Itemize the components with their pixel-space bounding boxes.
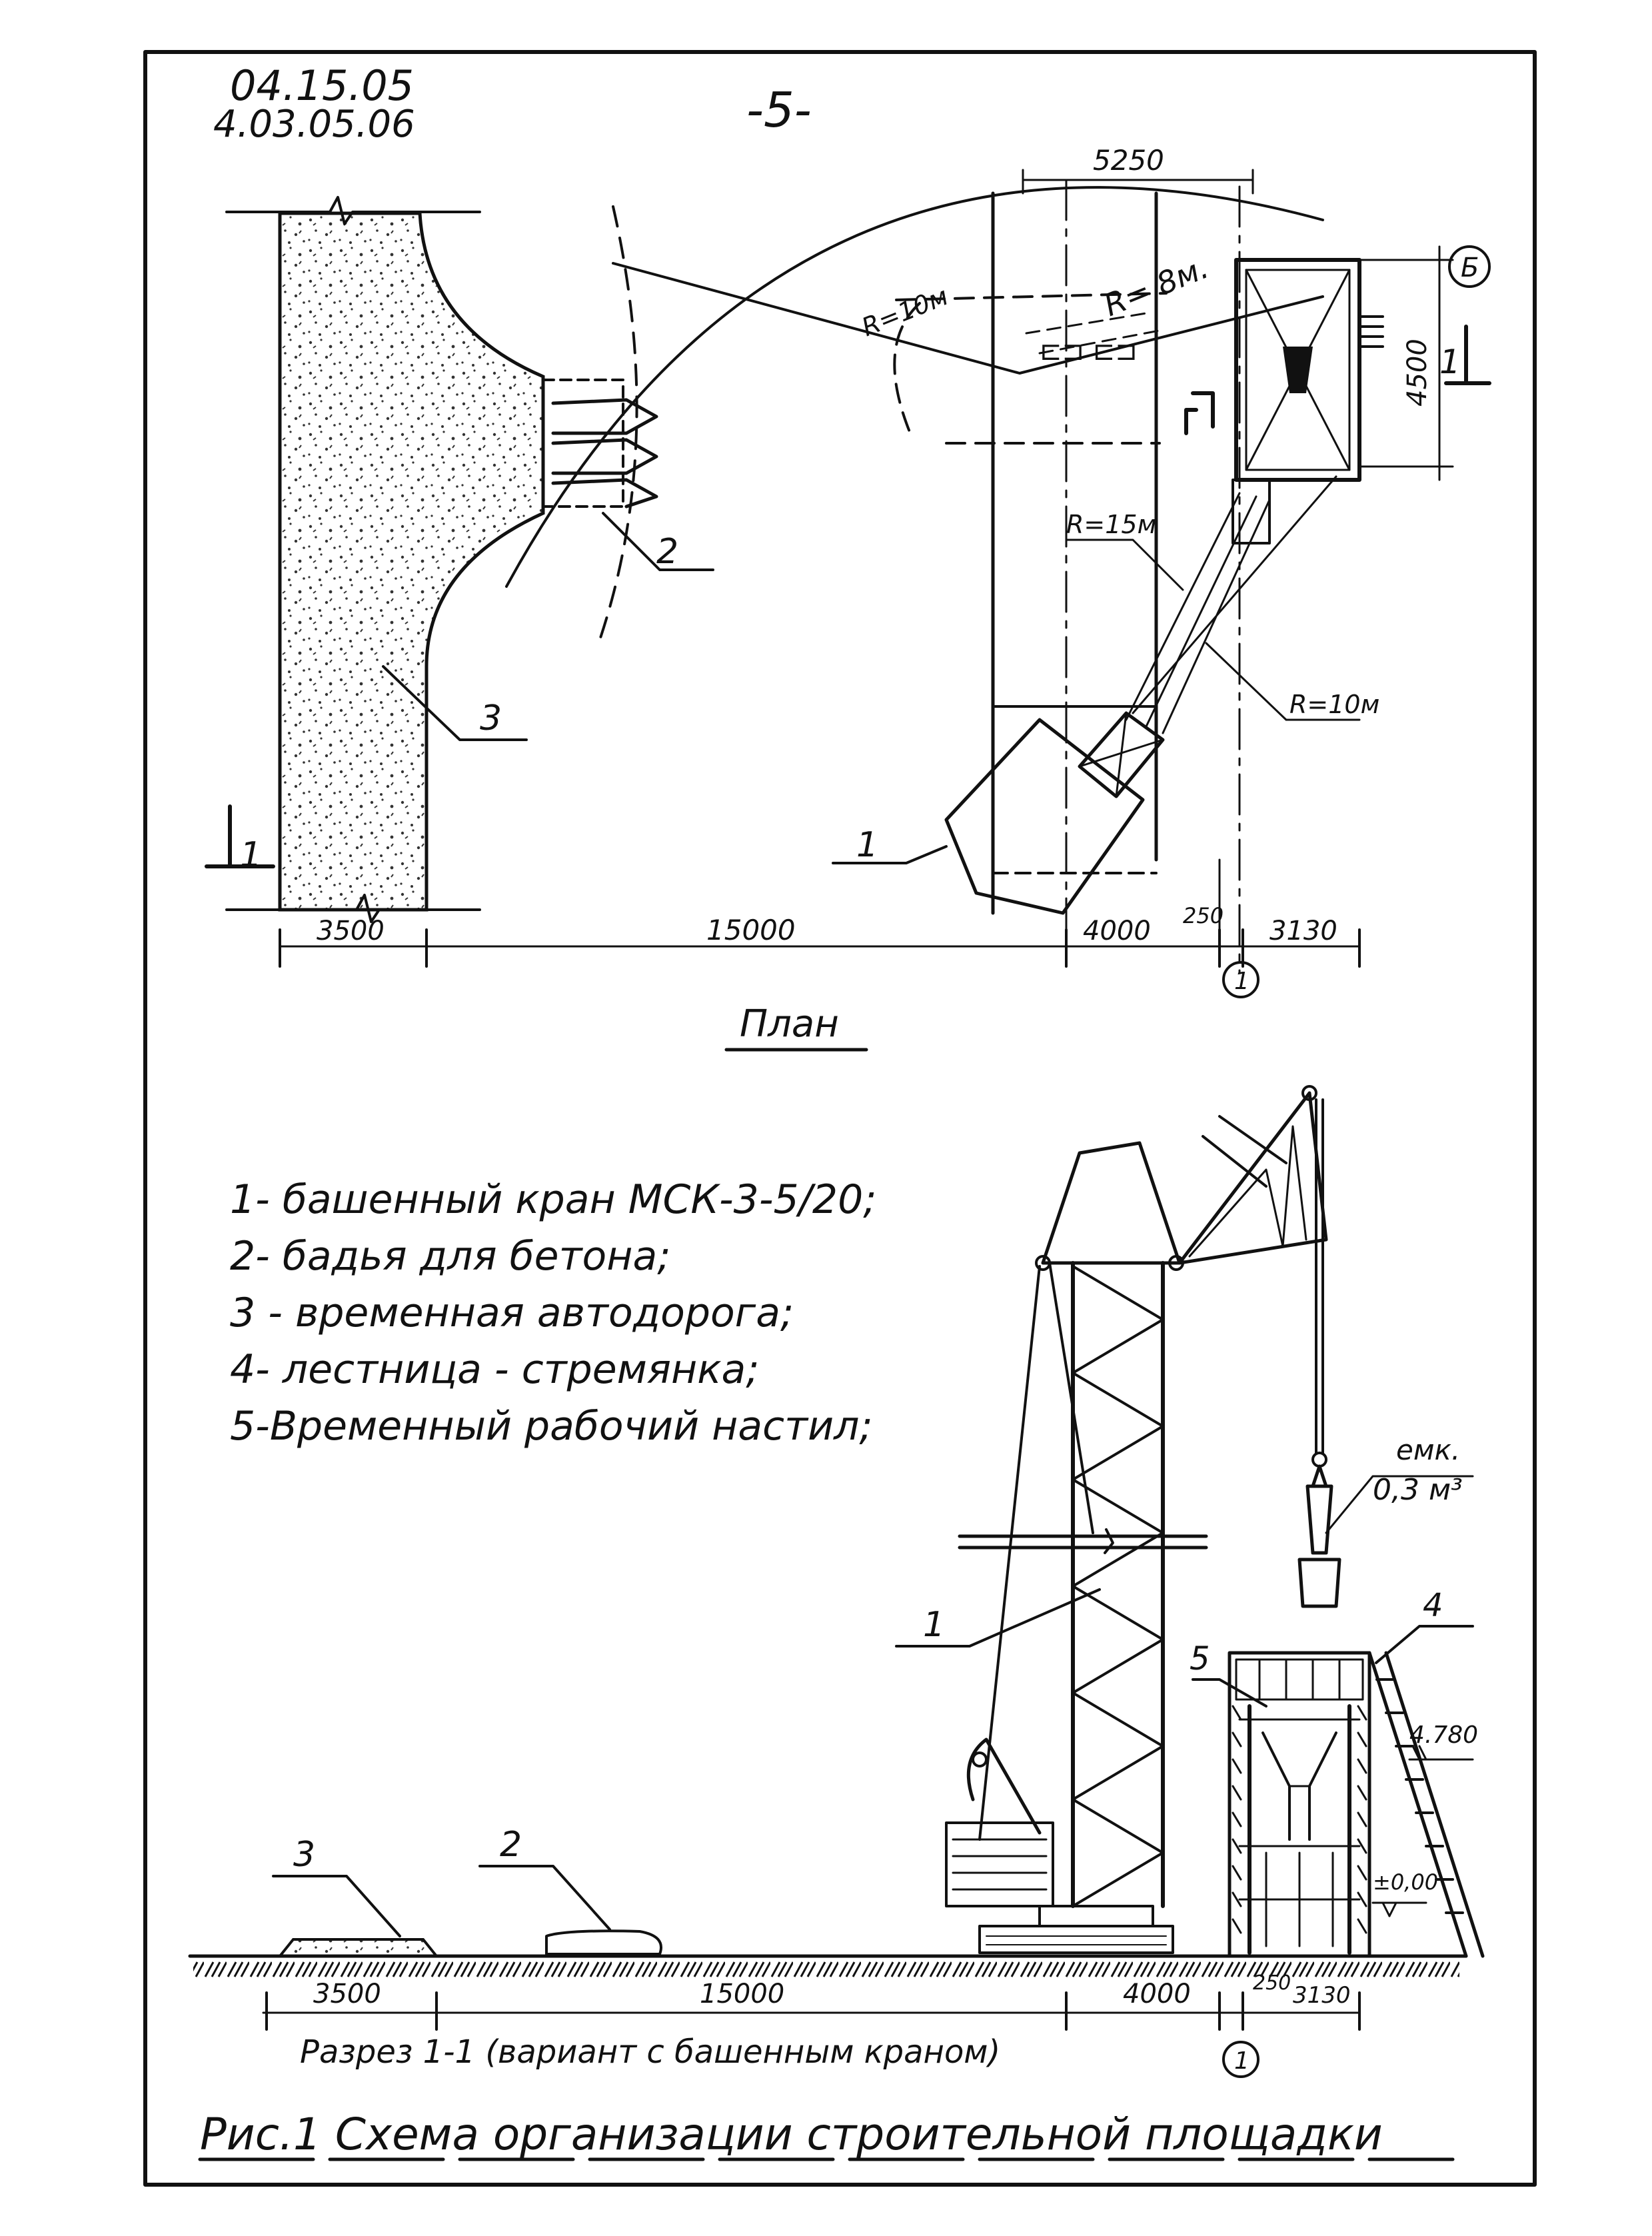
legend-item-1: 1- башенный кран МСК-3-5/20;	[230, 1176, 876, 1223]
crane-swing-arc-15m	[505, 186, 1324, 588]
road-break-top	[225, 196, 481, 225]
pit-formwork-section	[1228, 1651, 1485, 1958]
section-mark-left-label: 1	[240, 835, 262, 875]
radius-15m-label: R=15м	[1066, 510, 1156, 539]
section-mark-right-label: 1	[1439, 343, 1461, 381]
callout-4-leader-section	[1375, 1625, 1474, 1664]
section-dim-15000: 15000	[700, 1979, 784, 2009]
section-mark-right	[1444, 325, 1491, 385]
pit-plan	[1184, 258, 1384, 545]
legend-item-2: 2- бадья для бетона;	[230, 1233, 670, 1280]
crane-boom-plan	[1125, 475, 1337, 734]
legend-item-4: 4- лестница - стремянка;	[230, 1346, 759, 1393]
document-code: 04.15.05	[230, 61, 414, 110]
legend: 1- башенный кран МСК-3-5/20; 2- бадья дл…	[230, 1176, 876, 1450]
plan-dim-3130: 3130	[1269, 916, 1337, 946]
callout-3-leader-plan	[382, 665, 528, 741]
temporary-road-section	[277, 1938, 440, 1957]
sheet-frame	[143, 50, 1537, 2187]
callout-1-leader-section	[895, 1588, 1101, 1648]
plan-dim-5250-label: 5250	[1093, 144, 1164, 177]
radius-10m-right-label: R=10м	[1289, 690, 1379, 719]
section-view: 4.780 ±0,00 емк. 0,3 м³ 3 2 1 5 4 3500 1…	[188, 1085, 1485, 2078]
plan-dim-15000: 15000	[706, 914, 796, 946]
svg-text:⊏⊐ ⊏⊐: ⊏⊐ ⊏⊐	[1040, 336, 1138, 367]
crane-position-dashed: ⊏⊐ ⊏⊐	[893, 292, 1168, 445]
section-dim-250: 250	[1253, 1971, 1291, 1995]
section-dim-4000: 4000	[1123, 1979, 1191, 2009]
crane-base-plan	[944, 475, 1337, 915]
callout-3-section: 3	[293, 1835, 315, 1875]
temporary-road-plan	[278, 211, 545, 912]
deck-hatch	[1232, 1705, 1367, 1934]
axis-1-label-section: 1	[1234, 2047, 1249, 2075]
axis-1-bubble-section	[1222, 2041, 1259, 2078]
plan-dim-5250	[1022, 169, 1254, 195]
radius-15m-leader	[1065, 539, 1184, 591]
crane-mast	[1071, 1261, 1165, 1908]
concrete-bucket-section	[545, 1929, 662, 1955]
callout-1-plan: 1	[856, 825, 878, 865]
tower-crane-section	[945, 1085, 1341, 1954]
road-break-bottom	[225, 894, 481, 923]
axis-1-bubble-plan	[1222, 961, 1259, 998]
section-title: Разрез 1-1 (вариант с башенным краном)	[300, 2033, 1000, 2071]
bucket-capacity-leader	[1325, 1475, 1474, 1534]
plan-dim-4500-label: 4500	[1402, 339, 1433, 407]
axis-1-label-plan: 1	[1234, 968, 1249, 995]
plan-dim-4000: 4000	[1083, 916, 1151, 946]
axis-b-bubble	[1448, 245, 1491, 288]
plan-dim-250: 250	[1183, 903, 1224, 928]
plan-view: ⊏⊐ ⊏⊐ 4500 Б	[205, 144, 1491, 1052]
plan-bottom-dimensions	[279, 858, 1361, 968]
callout-1-leader-plan	[832, 845, 948, 864]
document-code-secondary: 4.03.05.06	[213, 103, 415, 146]
plan-title: План	[740, 1002, 839, 1046]
callout-2-leader-plan	[602, 512, 714, 571]
plan-dim-3500: 3500	[317, 916, 385, 946]
ladder-plan	[1358, 315, 1384, 348]
crane-jib	[1178, 1091, 1328, 1265]
bucket-capacity-label-1: емк.	[1396, 1434, 1460, 1466]
crane-hook-rope	[1315, 1098, 1324, 1454]
callout-1-section: 1	[923, 1605, 945, 1645]
crane-jib-line	[612, 262, 1324, 375]
bucket-capacity-label-2: 0,3 м³	[1373, 1473, 1463, 1507]
figure-caption: Рис.1 Схема организации строительной пло…	[200, 2109, 1383, 2160]
callout-2-section: 2	[500, 1825, 522, 1865]
section-mark-left	[205, 804, 275, 868]
callout-5-leader-section	[1192, 1678, 1267, 1707]
callout-2-plan: 2	[656, 532, 678, 572]
section-dim-3130: 3130	[1293, 1982, 1351, 2009]
page-number: -5-	[746, 82, 812, 138]
elevation-4780-label: 4.780	[1409, 1721, 1478, 1749]
crane-counterweight	[945, 1821, 1054, 1907]
legend-item-3: 3 - временная автодорога;	[230, 1290, 794, 1336]
ladder-section	[1367, 1651, 1485, 1958]
callout-5-section: 5	[1190, 1640, 1210, 1677]
plan-dim-4500	[1358, 245, 1454, 481]
section-dim-3500: 3500	[313, 1979, 381, 2009]
callout-2-leader-section	[478, 1865, 611, 1931]
hanging-concrete-bucket	[1297, 1464, 1341, 1608]
radius-10m-right-leader	[1205, 642, 1361, 721]
callout-4-section: 4	[1423, 1587, 1443, 1624]
legend-item-5: 5-Временный рабочий настил;	[230, 1403, 873, 1450]
callout-3-plan: 3	[480, 698, 502, 738]
crane-swing-arc-dashed	[598, 205, 638, 641]
elevation-4780-mark	[1408, 1745, 1474, 1761]
callout-3-leader-section	[272, 1875, 401, 1937]
axis-b-label: Б	[1461, 253, 1479, 283]
ground-hatch	[193, 1957, 1459, 1977]
elevation-zero-label: ±0,00	[1373, 1869, 1438, 1895]
section-bottom-dimensions	[262, 1991, 1361, 2031]
radius-10m-label: R=10м	[858, 281, 952, 342]
elevation-zero-mark	[1371, 1901, 1427, 1917]
